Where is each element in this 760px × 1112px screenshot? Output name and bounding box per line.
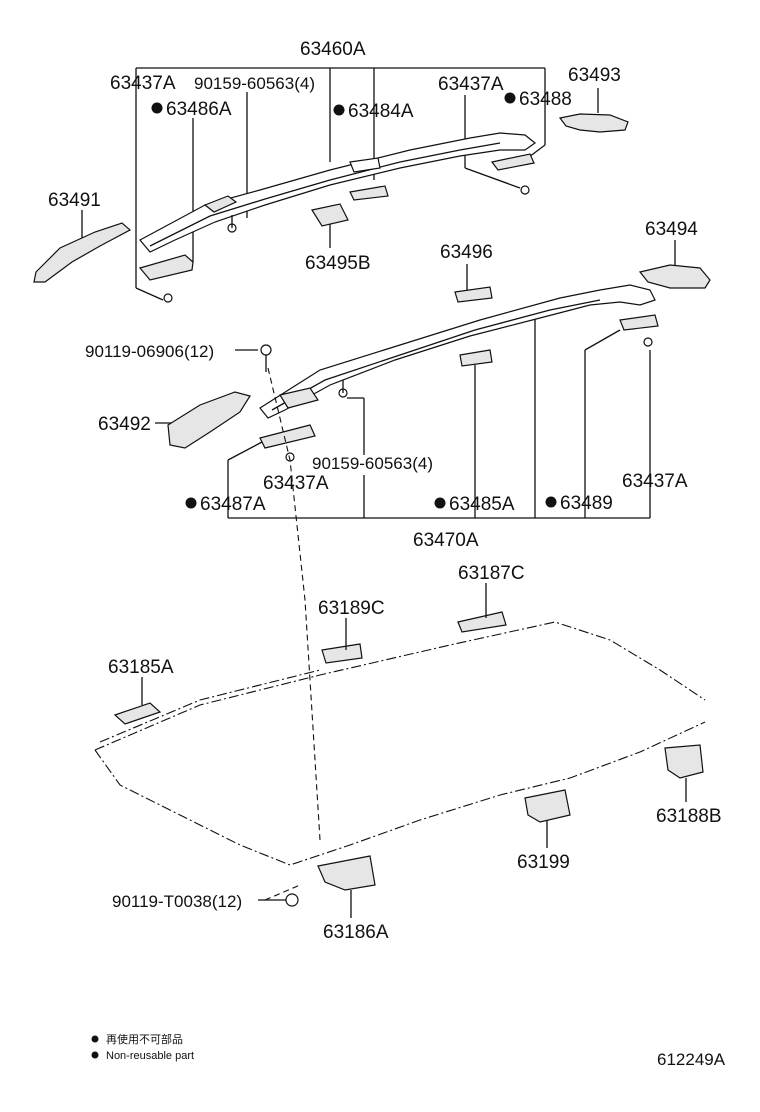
upper-rail-assembly [33, 67, 629, 303]
label-63496: 63496 [440, 242, 493, 263]
legend-dot [91, 1051, 99, 1059]
label-63485A: 63485A [449, 494, 515, 515]
label-63189C: 63189C [318, 598, 385, 619]
legend-jp: 再使用不可部品 [106, 1032, 183, 1046]
label-63187C: 63187C [458, 563, 525, 584]
label-63494: 63494 [645, 219, 698, 240]
non-reusable-dot [151, 102, 163, 114]
non-reusable-dot [333, 104, 345, 116]
label-63495B: 63495B [305, 253, 371, 274]
label-63493: 63493 [568, 65, 621, 86]
label-63492: 63492 [98, 414, 151, 435]
legend: 再使用不可部品 Non-reusable part [91, 1032, 194, 1062]
label-90159-lower: 90159-60563(4) [312, 454, 433, 473]
label-90119-T0038: 90119-T0038(12) [112, 892, 242, 911]
label-90119-06906: 90119-06906(12) [85, 342, 214, 361]
label-63437A-upper-left: 63437A [110, 73, 176, 94]
legend-en: Non-reusable part [106, 1050, 194, 1062]
label-63488: 63488 [519, 89, 572, 110]
non-reusable-dot [185, 497, 197, 509]
label-63437A-lower-right: 63437A [622, 471, 688, 492]
label-63470A: 63470A [413, 530, 479, 551]
label-90159-upper: 90159-60563(4) [194, 74, 315, 93]
label-63185A: 63185A [108, 657, 174, 678]
diagram-code: 612249A [657, 1050, 726, 1069]
legend-dot [91, 1035, 99, 1043]
non-reusable-dot [434, 497, 446, 509]
label-63460A: 63460A [300, 39, 366, 60]
label-63489: 63489 [560, 493, 613, 514]
label-63484A: 63484A [348, 101, 414, 122]
label-63199: 63199 [517, 852, 570, 873]
label-63437A-upper-right: 63437A [438, 74, 504, 95]
non-reusable-dot [504, 92, 516, 104]
label-63487A: 63487A [200, 494, 266, 515]
label-63186A: 63186A [323, 922, 389, 943]
bracket-63185A-shape [113, 702, 162, 725]
label-63188B: 63188B [656, 806, 722, 827]
lower-rail-assembly [155, 240, 711, 519]
label-63437A-lower-left: 63437A [263, 473, 329, 494]
label-63486A: 63486A [166, 99, 232, 120]
roof-panel [94, 367, 706, 918]
non-reusable-dot [545, 496, 557, 508]
label-63491: 63491 [48, 190, 101, 211]
